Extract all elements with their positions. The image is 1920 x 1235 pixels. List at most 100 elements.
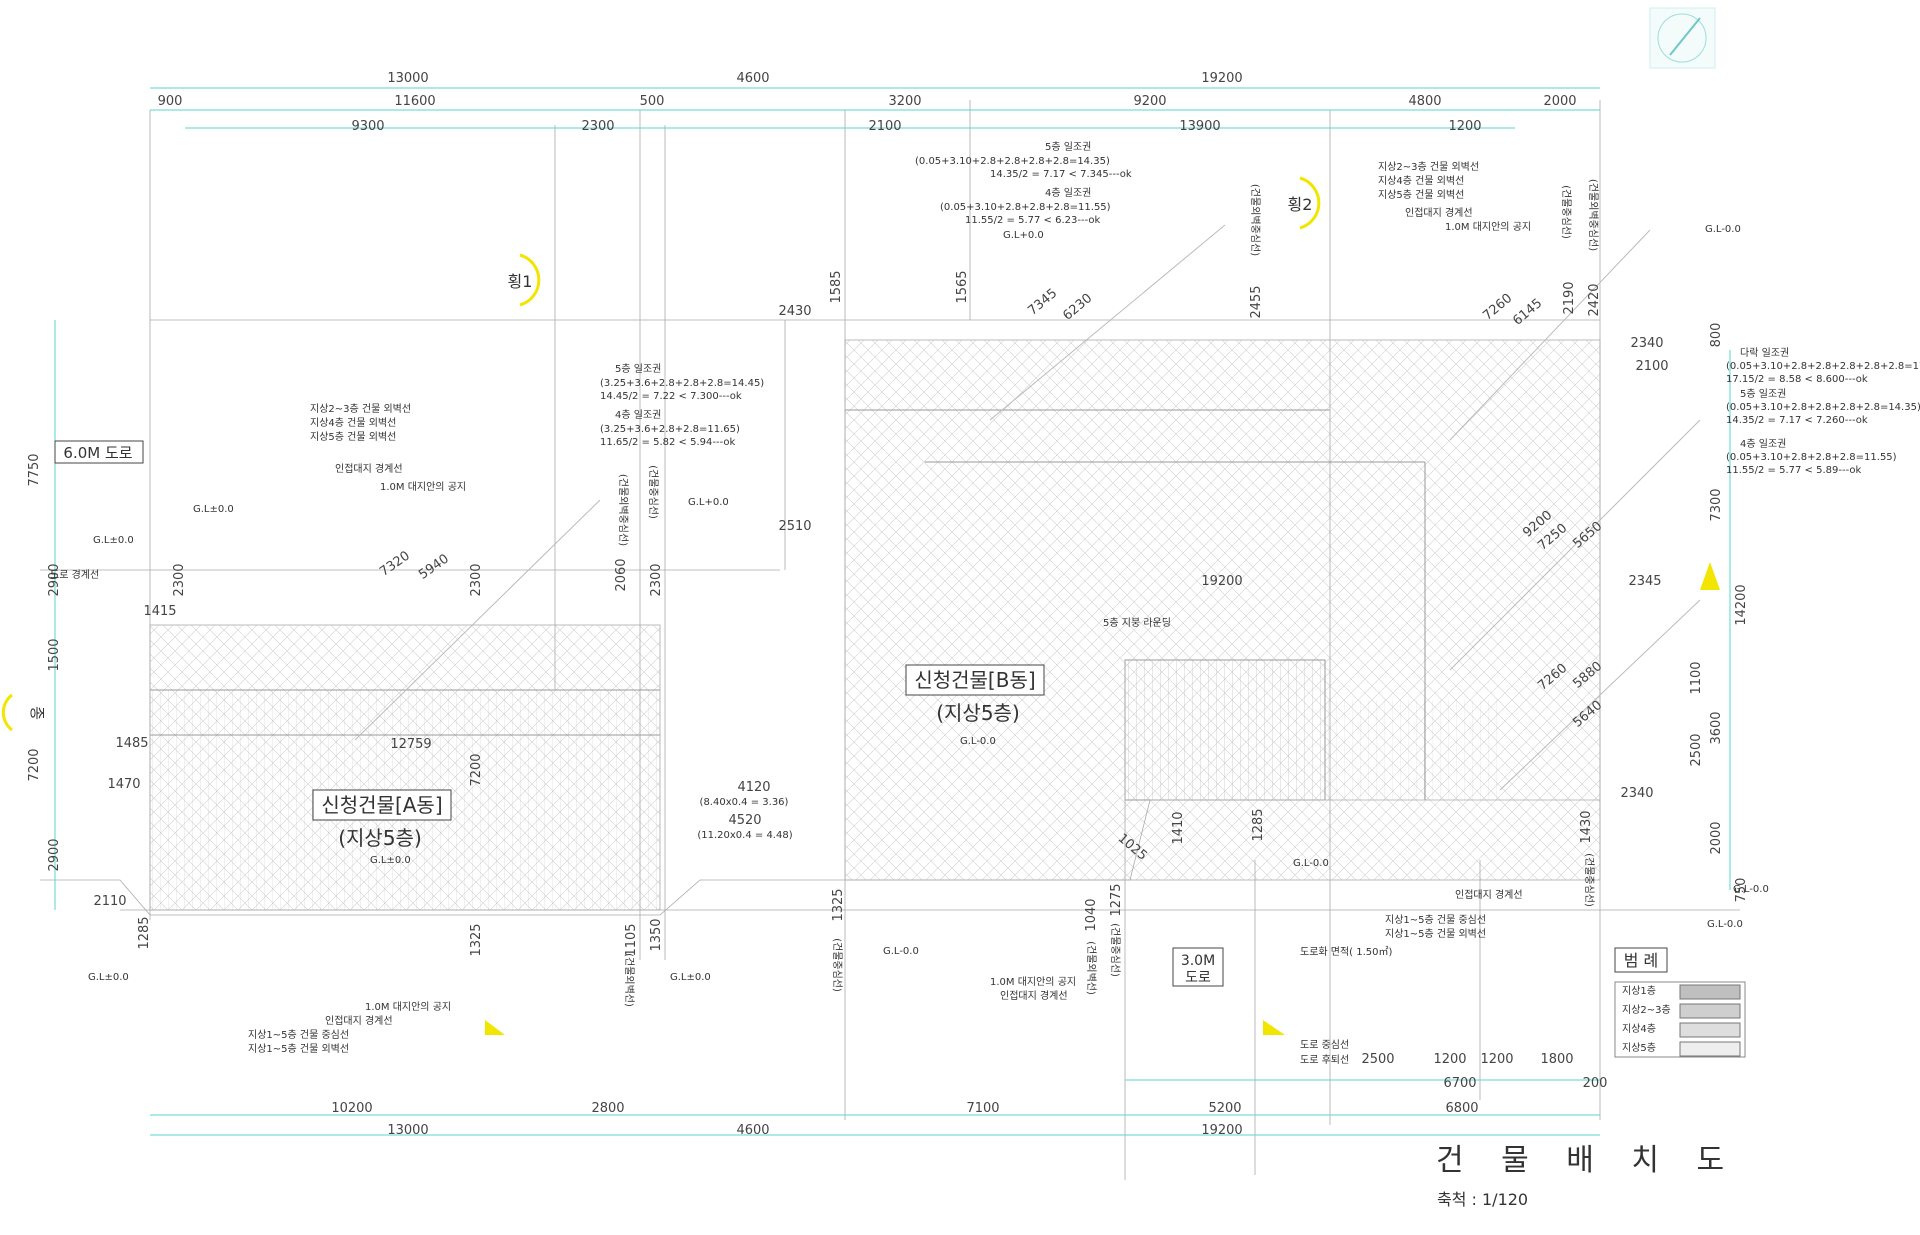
dim-text: 2345 <box>1628 574 1661 589</box>
note-text: 도로 중심선 <box>1300 1039 1349 1051</box>
note-text: (0.05+3.10+2.8+2.8+2.8=11.55) <box>940 202 1111 213</box>
dim-text: 1100 <box>1689 661 1704 694</box>
gl-text: G.L-0.0 <box>1733 884 1769 895</box>
vertical-label: (건물외벽중심선) <box>1249 184 1261 256</box>
dim-text: 2190 <box>1562 281 1577 314</box>
road-3m-text: 3.0M <box>1181 953 1215 969</box>
dims-top-outer: 13000 4600 19200 <box>387 71 1242 86</box>
note-text: 도로 후퇴선 <box>1300 1054 1349 1066</box>
legend-swatch <box>1679 984 1741 1000</box>
dim-text: 7260 <box>1480 291 1515 324</box>
note-text: 17.15/2 = 8.58 < 8.600---ok <box>1726 374 1868 385</box>
note-text: 지상5층 건물 외벽선 <box>1378 189 1464 201</box>
dim-text: 2800 <box>591 1101 624 1116</box>
dim-text: 7320 <box>377 548 413 579</box>
note-text: 4층 일조권 <box>1045 187 1091 199</box>
north-arrow-icon <box>1649 7 1716 69</box>
dim-text: 7200 <box>469 753 484 786</box>
vertical-label: (건물중심선) <box>647 465 659 519</box>
vertical-label: (건물외벽중심선) <box>1587 179 1599 251</box>
dimension-lines <box>54 87 1731 1136</box>
dim-text: 19200 <box>1201 574 1242 589</box>
vertical-label: (건물외벽선) <box>1085 941 1097 995</box>
road-6m-text: 6.0M 도로 <box>63 444 132 462</box>
note-text: 11.55/2 = 5.77 < 6.23---ok <box>965 215 1100 226</box>
dim-text: 1415 <box>143 604 176 619</box>
gl-text: G.L-0.0 <box>960 736 996 747</box>
note-text: 14.35/2 = 7.17 < 7.260---ok <box>1726 415 1868 426</box>
dim-text: 4600 <box>736 1123 769 1138</box>
dim-text: 2300 <box>649 563 664 596</box>
gl-text: G.L±0.0 <box>193 504 234 515</box>
road-3m-label: 3.0M 도로 <box>1172 947 1224 987</box>
dims-top-3: 9300 2300 2100 13900 1200 <box>351 119 1481 134</box>
legend-label: 지상4층 <box>1622 1023 1656 1035</box>
dim-text: 2110 <box>93 894 126 909</box>
building-a-floors: (지상5층) <box>338 826 422 850</box>
building-a-name: 신청건물[A동] <box>321 793 442 817</box>
gap-dim: 4120 <box>737 780 770 795</box>
dim-text: 2430 <box>778 304 811 319</box>
legend-label: 지상1층 <box>1622 985 1656 997</box>
site-boundary <box>40 100 1740 1180</box>
dim-text: 1285 <box>1251 808 1266 841</box>
dim-text: 13900 <box>1179 119 1220 134</box>
dim-text: 4800 <box>1408 94 1441 109</box>
note-text: 인접대지 경계선 <box>1455 888 1523 901</box>
note-text: 도로 경계선 <box>50 568 99 581</box>
note-text: 지상2~3층 건물 외벽선 <box>1378 161 1479 173</box>
dim-text: 10200 <box>331 1101 372 1116</box>
note-text: 1.0M 대지안의 공지 <box>365 1001 451 1013</box>
dim-text: 1200 <box>1448 119 1481 134</box>
dim-text: 1040 <box>1084 898 1099 931</box>
section-marks: 횡1 횡2 종 <box>1 176 1720 1035</box>
legend-item: 지상4층 <box>1622 1022 1741 1038</box>
legend-title: 범 례 <box>1624 951 1659 970</box>
note-text: 지상1~5층 건물 중심선 <box>1385 914 1486 926</box>
note-text: 지상1~5층 건물 중심선 <box>248 1029 349 1041</box>
dim-text: 14200 <box>1734 584 1749 625</box>
note-text: (0.05+3.10+2.8+2.8+2.8+2.8+2.8=17.15) <box>1726 361 1920 372</box>
dim-text: 2100 <box>868 119 901 134</box>
drawing-title-block: 건 물 배 치 도 축척 : 1/120 <box>1436 1143 1738 1209</box>
dim-text: 2900 <box>47 563 62 596</box>
dim-text: 2300 <box>469 563 484 596</box>
building-b-footprint <box>844 339 1601 881</box>
legend-swatch <box>1679 1041 1741 1057</box>
dim-text: 6145 <box>1510 296 1545 329</box>
gap-dim: 4520 <box>728 813 761 828</box>
building-a-footprint <box>149 624 661 911</box>
notes-a-sunlight: 5층 일조권 (3.25+3.6+2.8+2.8+2.8=14.45) 14.4… <box>600 363 764 448</box>
dim-text: 13000 <box>387 1123 428 1138</box>
vertical-label: (건물외벽선) <box>623 953 635 1007</box>
drawing-title: 건 물 배 치 도 <box>1436 1143 1738 1178</box>
section-mark-side: 종 <box>28 706 46 720</box>
dim-text: 7345 <box>1025 286 1060 319</box>
vertical-label: (건물외벽중심선) <box>617 474 629 546</box>
note-text: 도로화 면적( 1.50㎡) <box>1300 946 1393 958</box>
dim-text: 5940 <box>416 551 452 582</box>
gl-text: G.L-0.0 <box>1707 919 1743 930</box>
note-text: 인접대지 경계선 <box>1405 206 1473 219</box>
building-b-floors: (지상5층) <box>936 701 1020 725</box>
note-text: 인접대지 경계선 <box>1000 989 1068 1002</box>
gl-text: G.L±0.0 <box>93 535 134 546</box>
note-text: (0.05+3.10+2.8+2.8+2.8=11.55) <box>1726 452 1897 463</box>
dim-text: 2500 <box>1361 1052 1394 1067</box>
building-a-label: 신청건물[A동] (지상5층) <box>312 789 452 850</box>
dim-text: 1285 <box>137 916 152 949</box>
dim-text: 9300 <box>351 119 384 134</box>
dim-text: 2420 <box>1587 283 1602 316</box>
legend-swatch <box>1679 1022 1741 1038</box>
dim-text: 2000 <box>1709 821 1724 854</box>
note-text: 5층 일조권 <box>1045 141 1091 153</box>
dim-text: 2000 <box>1543 94 1576 109</box>
road-6m-label: 6.0M 도로 <box>54 440 144 464</box>
dim-text: 1350 <box>649 918 664 951</box>
gl-text: G.L-0.0 <box>1705 224 1741 235</box>
dim-text: 500 <box>640 94 665 109</box>
dim-text: 6700 <box>1443 1076 1476 1091</box>
notes-b-top-right: 지상2~3층 건물 외벽선 지상4층 건물 외벽선 지상5층 건물 외벽선 인접… <box>1378 161 1531 233</box>
dim-text: 1200 <box>1433 1052 1466 1067</box>
gl-text: G.L±0.0 <box>670 972 711 983</box>
